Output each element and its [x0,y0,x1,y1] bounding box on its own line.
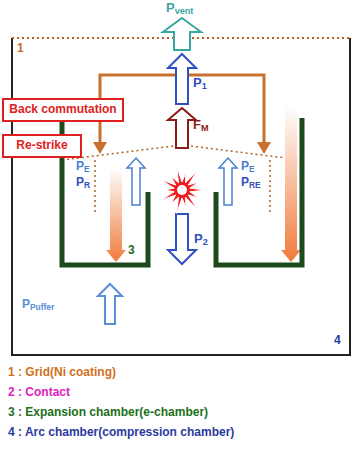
arc-spark [160,167,206,214]
back-commutation-arrow [188,75,264,144]
callout-text: Back commutation [9,103,117,117]
pressure-arrow [168,54,196,104]
pressure-label: PR [76,176,90,190]
vent-arrow [163,18,201,50]
legend-entry: 3 : Expansion chamber(e-chamber) [8,406,208,419]
arrow-head [257,142,271,154]
pressure-label: PE [76,160,90,174]
pressure-arrow [127,158,145,205]
callout-box: Back commutation [2,98,124,122]
puffer-arrow [98,284,122,324]
legend-entry: 1 : Grid(Ni coating) [8,366,116,379]
expansion-chamber-wall [216,118,302,265]
callout-number: 1 [17,42,24,55]
pressure-label: Pvent [166,1,193,16]
arc-spark [160,167,206,214]
pressure-label: P1 [193,76,207,91]
arrow-head [93,142,107,154]
pressure-label: PE [241,160,255,174]
legend-entry: 4 : Arc chamber(compression chamber) [8,426,234,439]
pressure-arrow [168,214,196,264]
contact-outline [62,145,302,215]
callout-box: Re-strike [2,134,82,158]
arc-chamber-frame [12,38,350,355]
legend-entry: 2 : Contact [8,386,70,399]
force-label: FM [193,118,209,133]
pressure-label: PRE [241,176,261,190]
pressure-arrow [219,158,237,205]
restrike-flow [106,168,126,262]
arc-core [177,185,187,195]
pressure-label: P2 [194,232,208,247]
force-arrow [168,108,196,148]
callout-text: Re-strike [9,139,75,153]
callout-number: 3 [128,244,135,257]
callout-number: 4 [334,334,341,347]
restrike-flow [281,105,301,262]
pressure-label: PPuffer [22,298,54,312]
